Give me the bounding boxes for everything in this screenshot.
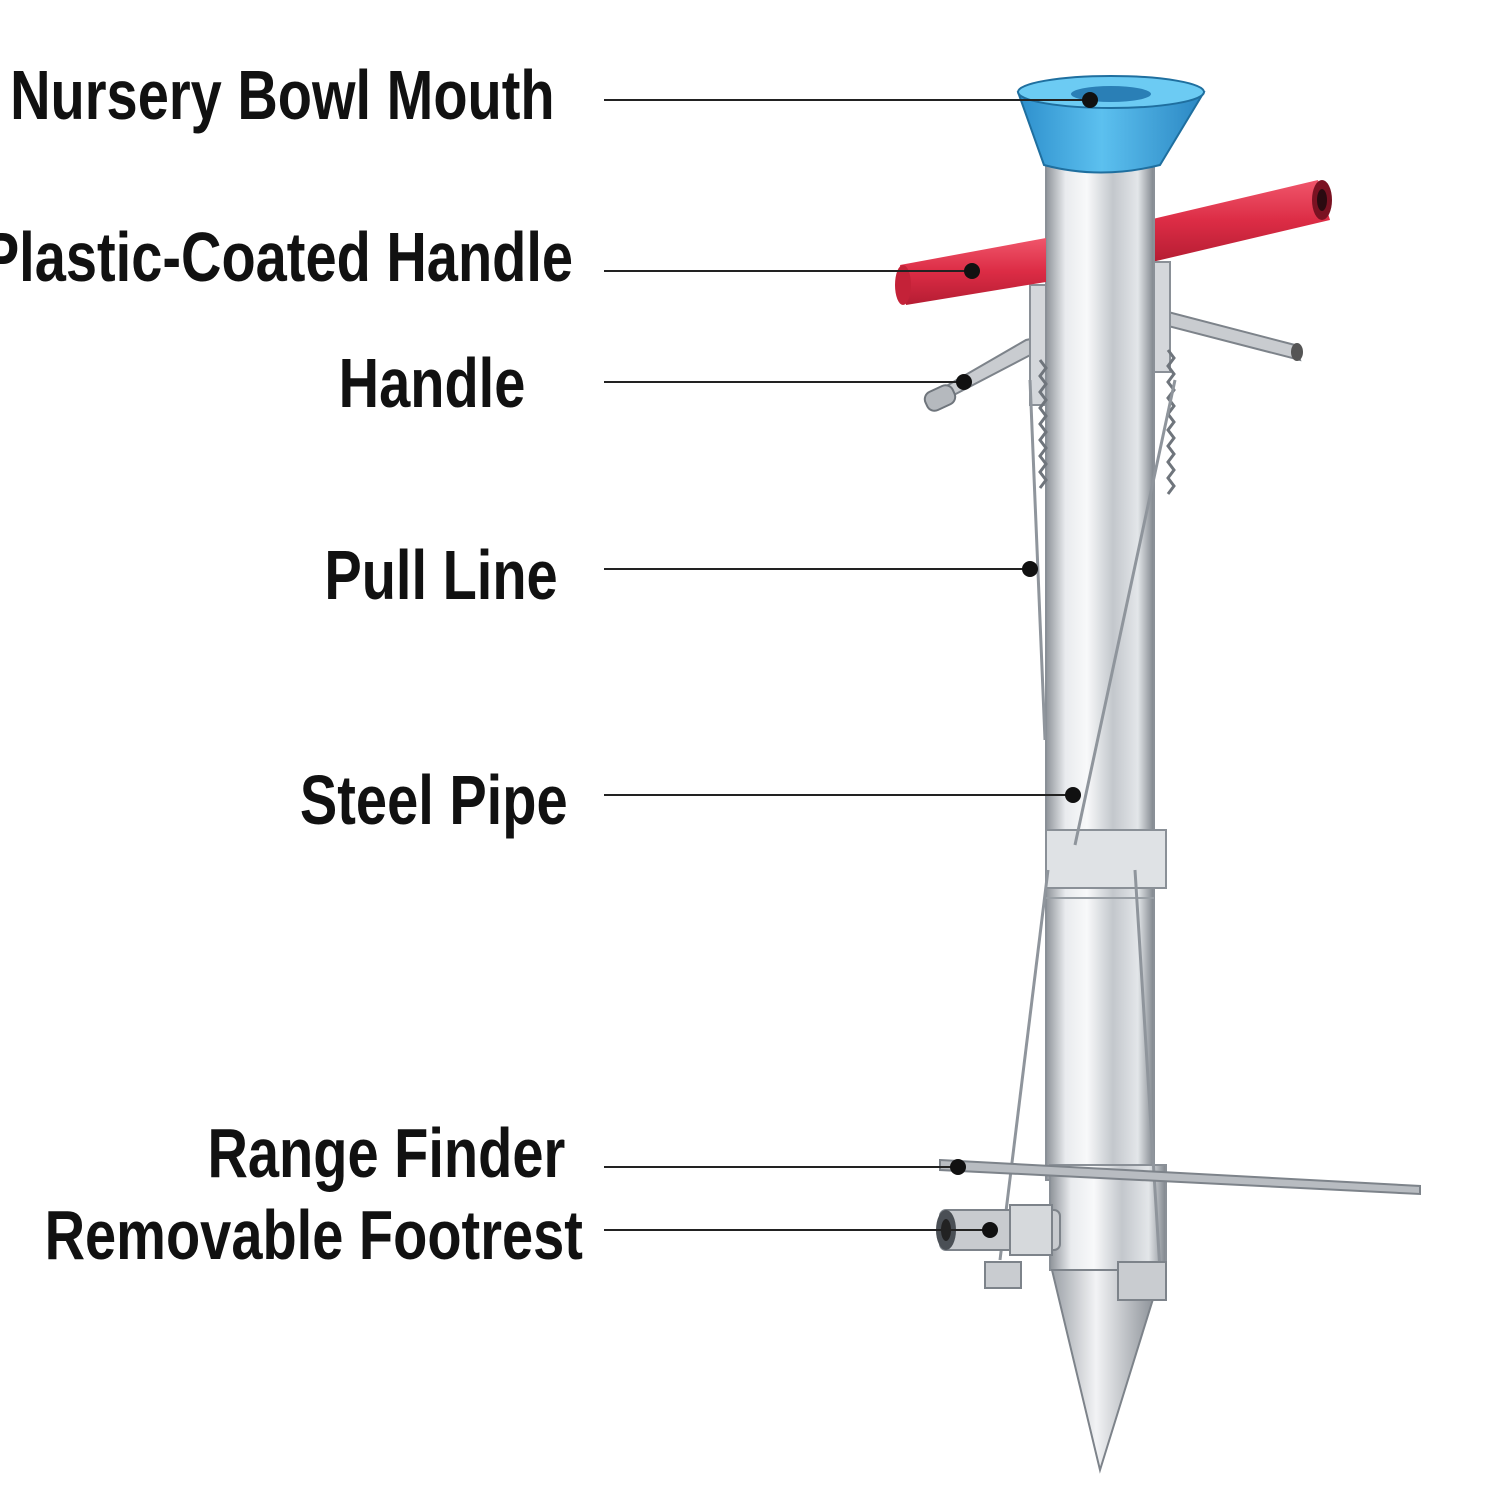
label-pull-line: Pull Line: [324, 536, 558, 614]
cone-spike-tip: [984, 1261, 1167, 1474]
label-nursery-bowl-mouth: Nursery Bowl Mouth: [10, 56, 555, 134]
range-finder-rod: [939, 1158, 1421, 1196]
springs: [1038, 349, 1176, 495]
label-steel-pipe: Steel Pipe: [300, 761, 568, 839]
nursery-bowl-mouth: [1016, 75, 1206, 174]
plastic-coated-handle-grip: [1140, 180, 1332, 262]
pull-line-wires: [998, 379, 1177, 1271]
label-handle: Handle: [338, 344, 525, 422]
leader-lines: [604, 92, 1098, 1238]
steel-pipe-body: [1045, 149, 1167, 1271]
removable-footrest: [936, 1204, 1061, 1256]
label-plastic-coated-handle: Plastic-Coated Handle: [0, 218, 573, 296]
label-removable-footrest: Removable Footrest: [44, 1196, 583, 1274]
label-range-finder: Range Finder: [207, 1114, 565, 1192]
